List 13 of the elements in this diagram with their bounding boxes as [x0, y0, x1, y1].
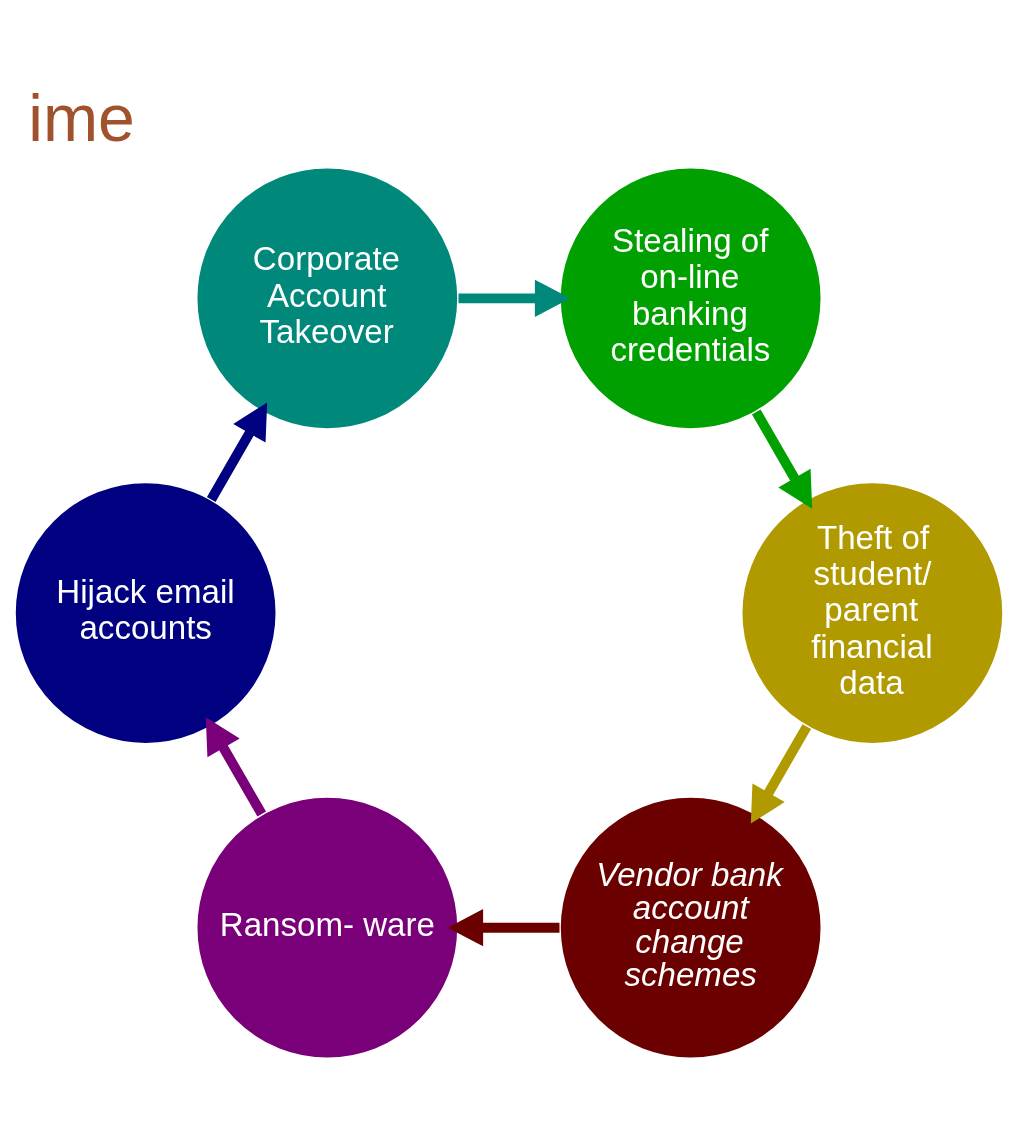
node-circle: Stealing of on-line banking credentials — [559, 166, 823, 430]
node-circle: Hijack email accounts — [14, 481, 278, 745]
node-circle: Ransom- ware — [195, 796, 459, 1060]
node-circle: Corporate Account Takeover — [195, 166, 459, 430]
arrow — [205, 717, 267, 817]
arrow — [206, 402, 268, 502]
diagram-title: ime — [28, 81, 135, 156]
arrow — [751, 409, 813, 509]
arrow — [458, 279, 571, 317]
arrow — [447, 909, 560, 947]
node-circle: Theft of student/ parent financial data — [740, 481, 1004, 745]
node-circle: Vendor bank account change schemes — [559, 796, 823, 1060]
arrow — [750, 724, 812, 824]
